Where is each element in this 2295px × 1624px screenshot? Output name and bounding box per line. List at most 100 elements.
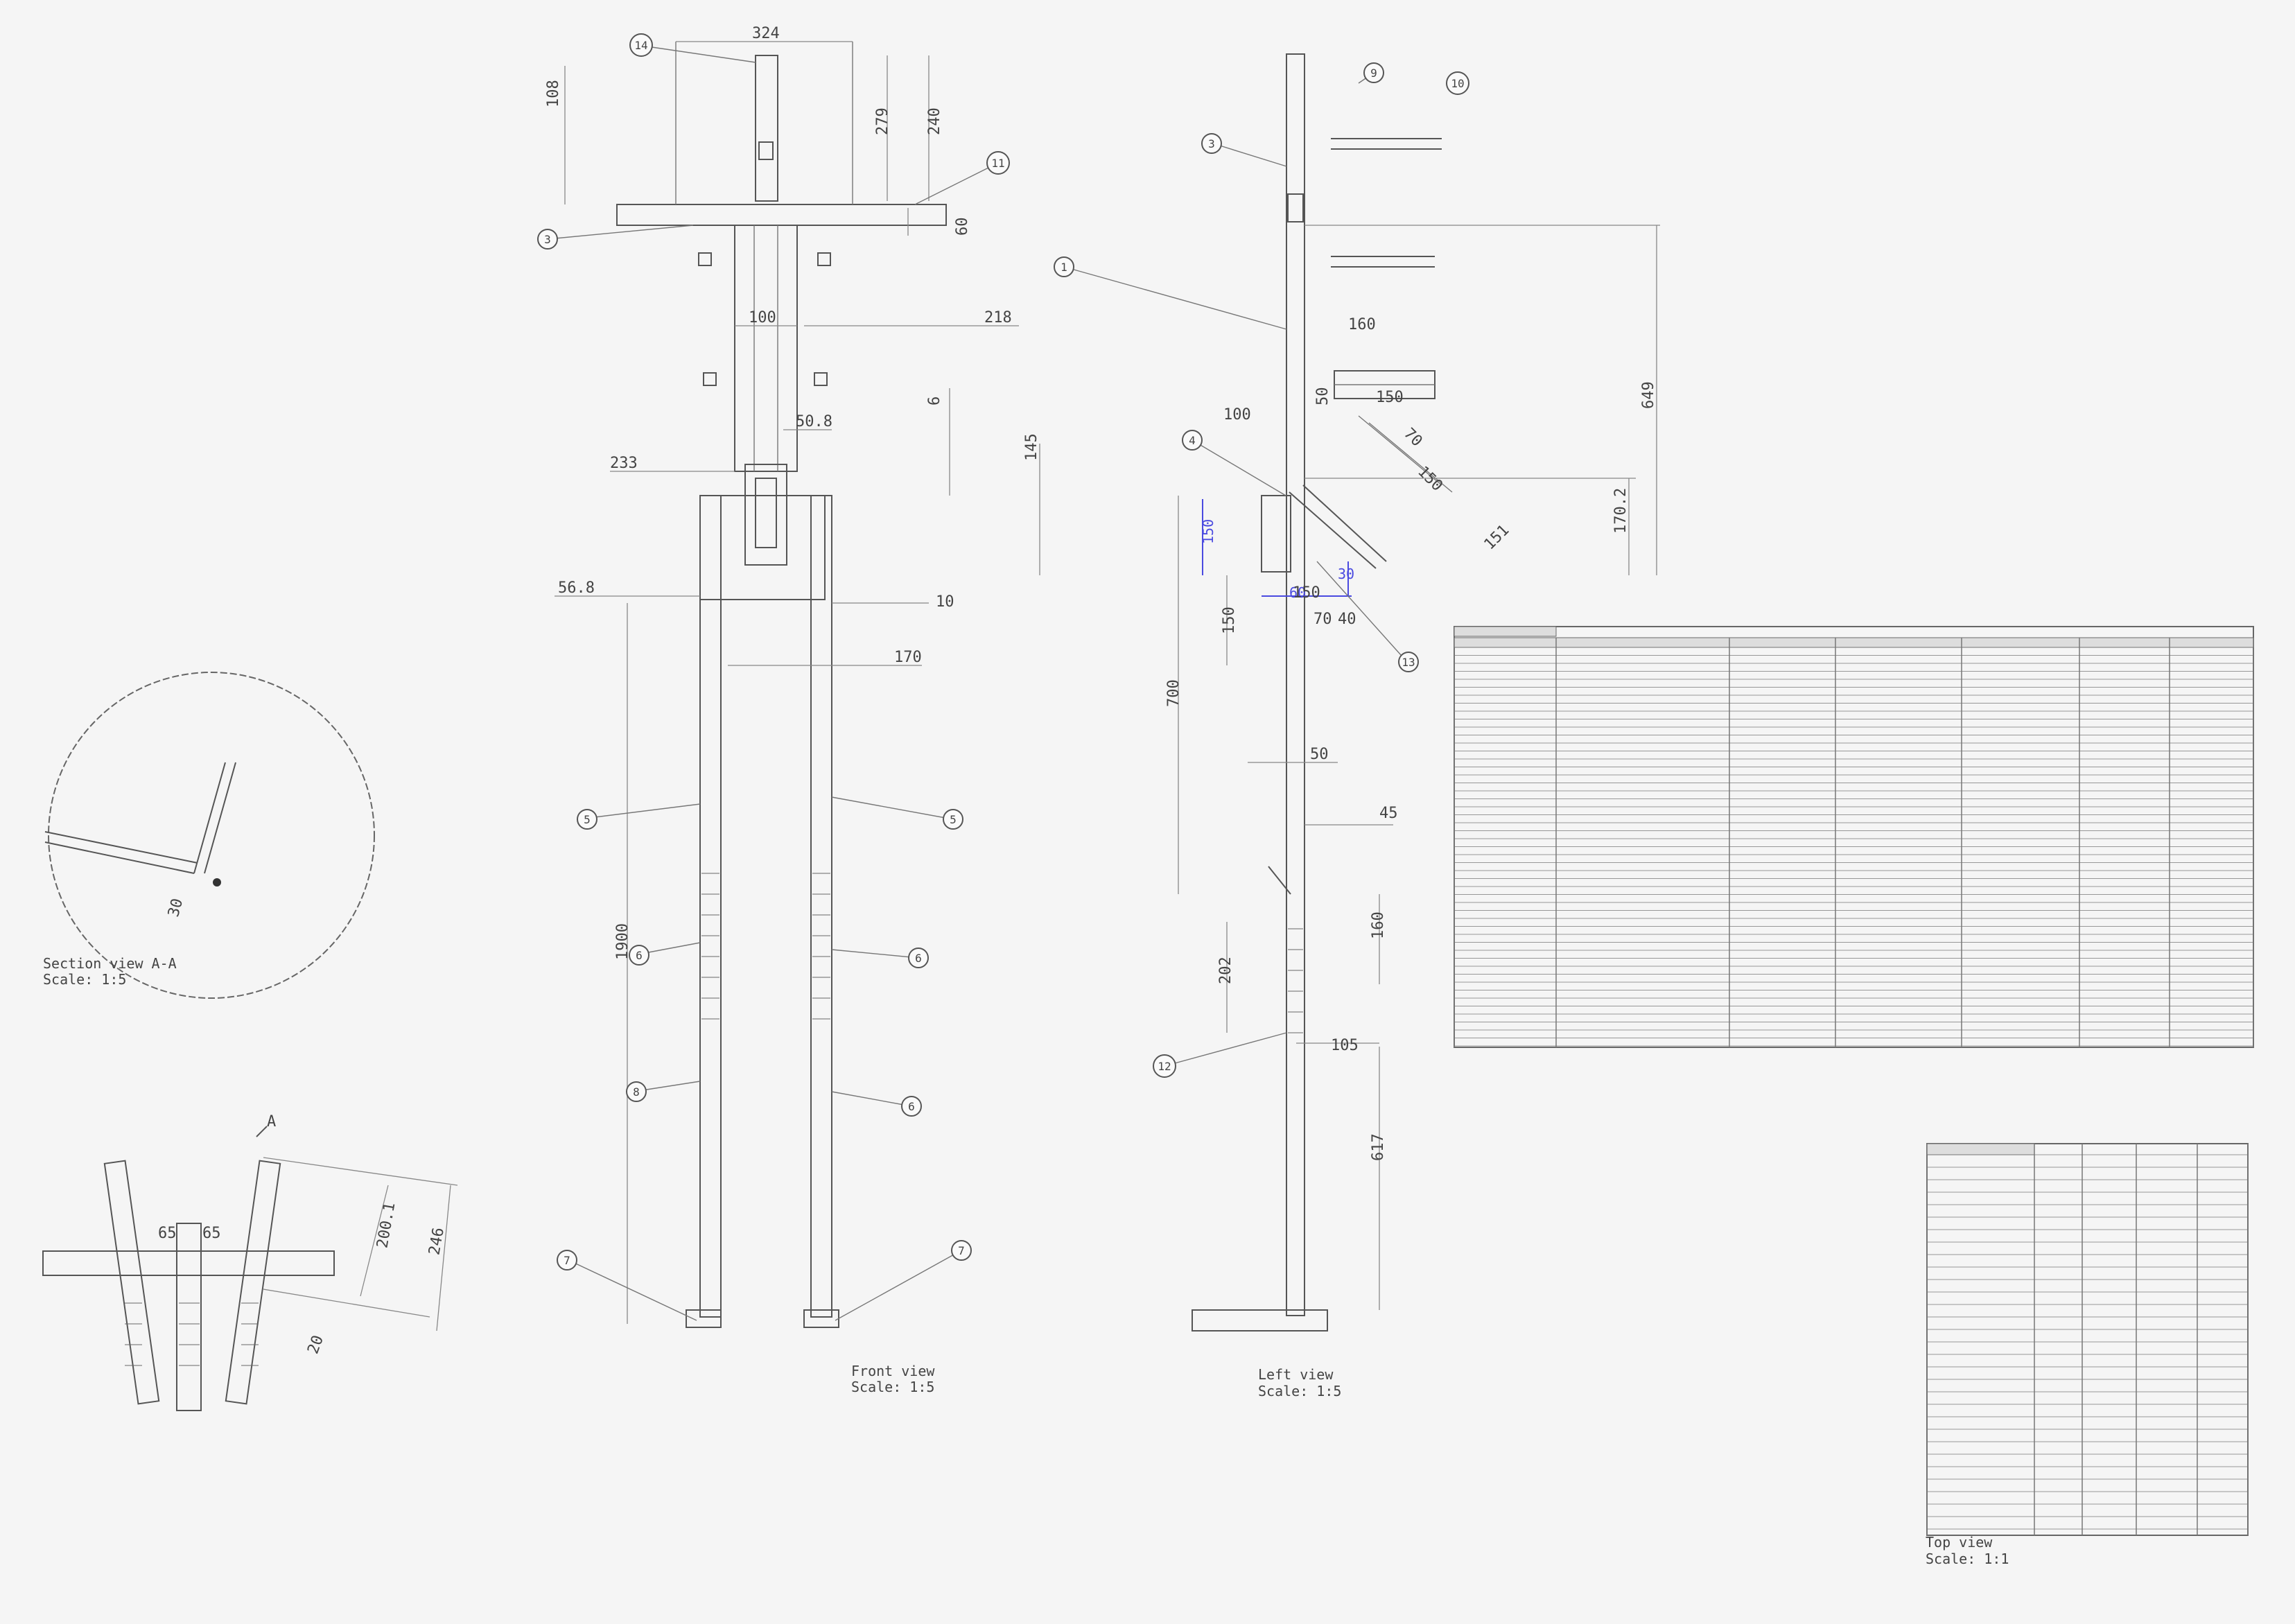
dim-left-70: 70 — [1400, 425, 1425, 450]
dim-left-160: 160 — [1348, 316, 1376, 333]
dim-front-50-8: 50.8 — [796, 413, 832, 430]
left-blue-dimension — [1202, 499, 1352, 597]
left-post — [1286, 53, 1305, 1316]
callout-left-9: 9 — [1370, 67, 1377, 80]
dim-front-279: 279 — [874, 107, 891, 135]
dim-left-150c: 150 — [1221, 606, 1238, 634]
title-block-table: Top view Scale: 1:1 — [1926, 1143, 2249, 1567]
dim-front-cap-height: 108 — [545, 80, 562, 107]
top-view-scale: Scale: 1:1 — [1926, 1551, 2009, 1567]
dim-left-202: 202 — [1217, 957, 1234, 984]
dim-left-45: 45 — [1379, 805, 1398, 822]
dim-left-blue-30: 30 — [1338, 566, 1354, 582]
dim-left-40: 40 — [1338, 611, 1356, 628]
front-view: 324 108 279 240 60 100 218 50.8 233 6 14… — [537, 25, 1040, 1395]
left-callouts: 9 10 3 1 4 13 12 — [1054, 62, 1469, 1078]
front-tube — [734, 225, 798, 472]
top-detail-bar — [42, 1250, 335, 1276]
callout-left-10: 10 — [1451, 77, 1464, 90]
callout-front-5b: 5 — [950, 813, 957, 826]
dim-front-233: 233 — [610, 455, 638, 472]
dim-left-150a: 150 — [1376, 389, 1404, 406]
callout-left-1: 1 — [1061, 261, 1067, 274]
callout-front-3: 3 — [544, 233, 551, 246]
title-block-grid — [1926, 1144, 2249, 1535]
front-cross-plate — [616, 204, 947, 226]
dim-left-105: 105 — [1331, 1037, 1359, 1054]
callout-front-11: 11 — [991, 157, 1004, 170]
dim-front-60: 60 — [954, 218, 971, 236]
dim-left-160b: 160 — [1370, 911, 1387, 939]
dim-front-145: 145 — [1023, 433, 1040, 461]
front-leg-insert-hatching — [701, 873, 830, 1020]
callout-front-7a: 7 — [564, 1254, 570, 1267]
dim-top-20: 20 — [304, 1333, 327, 1356]
dim-left-70b: 70 — [1314, 611, 1332, 628]
dim-left-150b: 150 — [1414, 463, 1446, 495]
callout-front-5a: 5 — [584, 813, 591, 826]
front-callouts: 14 11 3 5 5 6 6 8 6 7 7 — [537, 33, 1010, 1321]
section-mark-a: A — [267, 1113, 276, 1130]
dim-top-65a: 65 — [158, 1225, 177, 1242]
dim-front-170: 170 — [894, 649, 922, 666]
front-view-scale: Scale: 1:5 — [851, 1379, 934, 1395]
front-hub — [744, 464, 787, 566]
dim-left-blue-150: 150 — [1200, 519, 1216, 544]
dim-section-30: 30 — [165, 897, 186, 919]
callout-left-12: 12 — [1158, 1060, 1171, 1073]
left-view-scale: Scale: 1:5 — [1258, 1383, 1341, 1399]
front-view-title: Front view — [851, 1363, 935, 1379]
dim-left-617: 617 — [1370, 1133, 1387, 1161]
dim-front-240: 240 — [926, 107, 943, 135]
section-detail-circle — [48, 672, 375, 999]
dim-left-700: 700 — [1165, 679, 1183, 707]
dim-front-56-8: 56.8 — [558, 579, 595, 597]
front-left-foot — [686, 1309, 722, 1328]
dim-left-50: 50 — [1314, 387, 1332, 406]
top-view-detail: 65 65 200.1 246 20 A — [42, 1113, 458, 1411]
callout-front-6c: 6 — [908, 1100, 915, 1113]
dim-left-90: 100 — [1223, 406, 1251, 424]
dim-left-blue-60: 60 — [1289, 584, 1306, 601]
dim-top-200-1: 200.1 — [374, 1201, 399, 1250]
dim-front-218: 218 — [984, 309, 1012, 326]
dim-left-170-2: 170.2 — [1612, 488, 1630, 534]
dim-left-150d: 150 — [1293, 584, 1320, 602]
bom-table-grid — [1454, 638, 2254, 1047]
callout-front-7b: 7 — [958, 1244, 965, 1257]
callout-front-8: 8 — [633, 1085, 640, 1099]
top-view-title: Top view — [1926, 1534, 1993, 1551]
front-right-foot — [803, 1309, 839, 1328]
callout-left-4: 4 — [1189, 434, 1196, 447]
dim-front-1900: 1900 — [614, 923, 631, 960]
front-clamp — [758, 141, 774, 160]
left-base-plate — [1192, 1309, 1328, 1331]
section-view-title: Section view A-A — [43, 955, 177, 972]
dim-left-50b: 50 — [1310, 746, 1329, 763]
dim-front-6: 6 — [926, 396, 943, 405]
bom-table — [1454, 626, 2254, 1048]
front-left-leg — [699, 495, 722, 1318]
dim-front-width: 324 — [752, 25, 780, 42]
dim-top-65b: 65 — [202, 1225, 221, 1242]
left-dimension-lines — [1178, 225, 1660, 1310]
left-view-title: Left view — [1258, 1366, 1334, 1383]
callout-front-14: 14 — [634, 39, 647, 52]
front-dimension-lines — [555, 41, 1040, 1324]
callout-left-13: 13 — [1402, 656, 1415, 669]
section-view: 30 Section view A-A Scale: 1:5 — [43, 672, 375, 999]
dim-left-151: 151 — [1481, 522, 1513, 554]
left-post-hatching — [1288, 928, 1303, 1033]
left-view: 150 60 30 100 160 50 150 70 150 151 649 … — [1054, 53, 1660, 1399]
callout-front-6a: 6 — [636, 949, 643, 962]
dim-front-100: 100 — [749, 309, 776, 326]
front-right-leg — [810, 495, 832, 1318]
section-view-scale: Scale: 1:5 — [43, 971, 126, 988]
dim-left-649: 649 — [1640, 381, 1657, 409]
dim-front-10: 10 — [936, 593, 954, 611]
left-bracket — [1261, 495, 1291, 573]
front-post-upper — [755, 55, 778, 202]
callout-left-3: 3 — [1208, 137, 1215, 150]
